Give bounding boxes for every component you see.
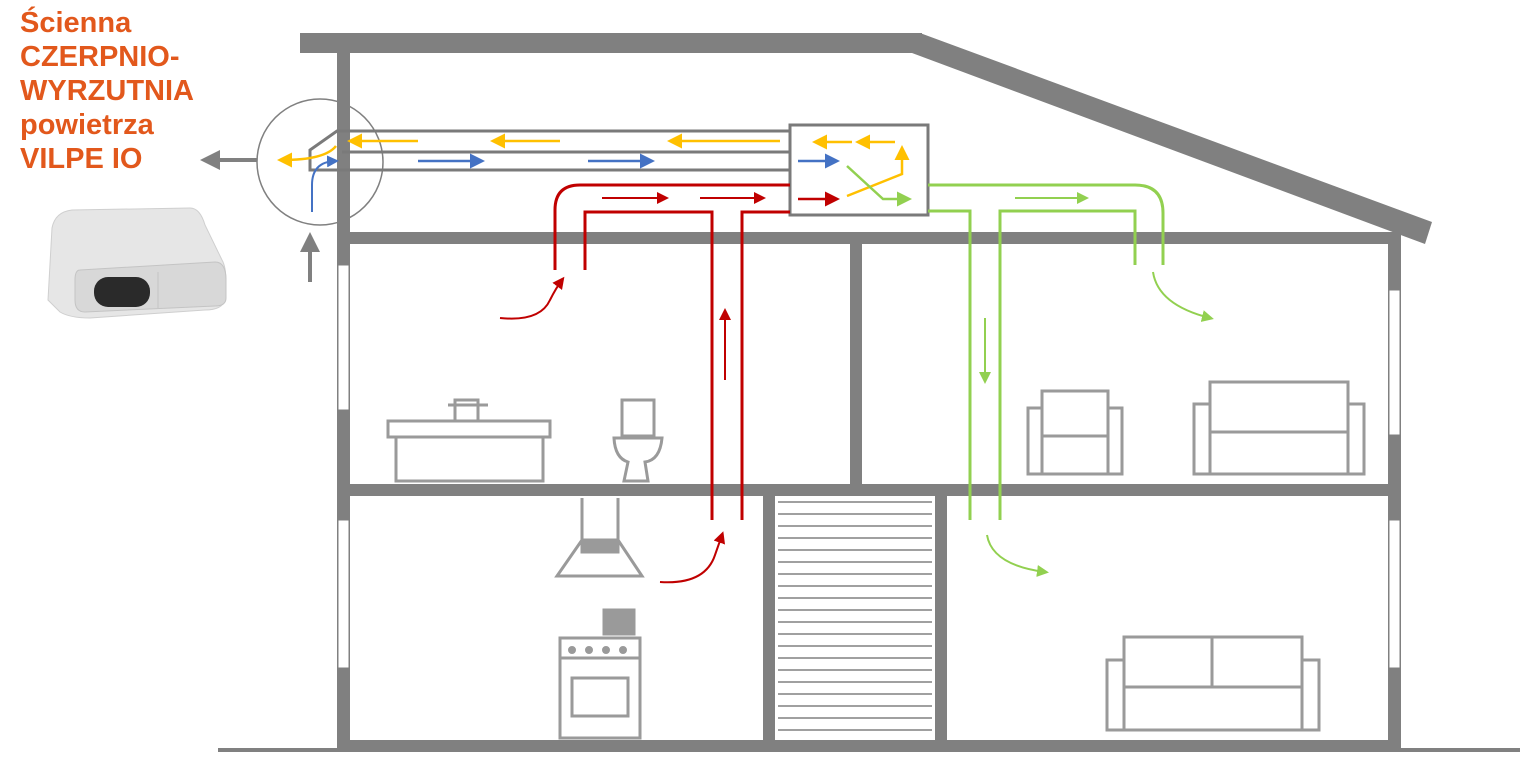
roof-slope — [912, 33, 1432, 244]
title-line: CZERPNIO- — [20, 41, 180, 73]
windows — [337, 264, 1401, 669]
window — [1388, 519, 1401, 669]
armchair-icon — [1026, 389, 1124, 476]
supply-ducts — [928, 183, 1165, 520]
vilpe-io-device-image — [47, 207, 227, 319]
title-line: powietrza — [20, 109, 154, 141]
toilet-icon — [612, 398, 664, 483]
staircase — [778, 501, 932, 731]
furniture — [386, 380, 1366, 740]
stove-icon — [558, 608, 642, 740]
title-line: Ścienna — [20, 7, 132, 39]
stair-wall-left — [763, 496, 775, 740]
window — [337, 264, 350, 411]
extract-ducts — [553, 183, 790, 520]
detail-circle — [256, 98, 384, 226]
roof-flat — [300, 33, 922, 53]
stair-wall-right — [935, 496, 947, 740]
middle-floor — [337, 484, 1401, 496]
title-line: VILPE IO — [20, 143, 143, 175]
attic-floor — [337, 232, 1401, 244]
window — [337, 519, 350, 669]
airflow-arrows — [277, 133, 1214, 584]
sofa-icon — [1192, 380, 1366, 476]
sofa-icon — [1105, 635, 1321, 732]
title-line: WYRZUTNIA — [20, 75, 194, 107]
window — [1388, 289, 1401, 436]
ground-line — [218, 748, 1520, 752]
cooker-hood-icon — [554, 498, 645, 578]
grey-ducts — [308, 129, 790, 172]
recuperator-unit — [788, 123, 930, 217]
bathtub-icon — [386, 398, 552, 483]
product-title: Ścienna CZERPNIO- WYRZUTNIA powietrza VI… — [20, 6, 194, 176]
interior-wall — [850, 244, 862, 484]
